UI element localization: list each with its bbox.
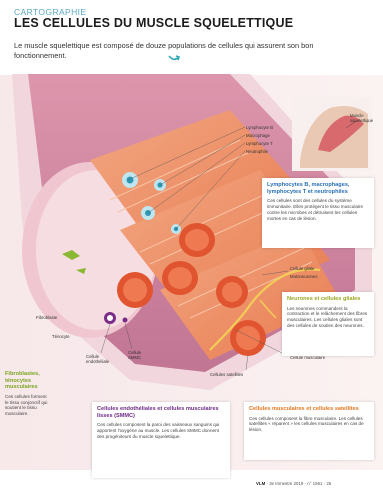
page-footer: VLM · 3e trimestre 2019 · n° 1951 · 25	[256, 481, 331, 486]
label-muscle-squelettique: Muscle squelettique	[350, 113, 374, 123]
label-cellules-satellites: Cellules satellites	[210, 372, 243, 377]
box-body: Ces cellules forment le tissu conjonctif…	[5, 394, 49, 417]
smmc-cell	[123, 318, 128, 323]
footer-text: · 3e trimestre 2019 · n° 1951 · 25	[267, 481, 332, 486]
info-box-immune-cells: Lymphocytes B, macrophages, lymphocytes …	[262, 178, 374, 248]
label-cellule-endotheliale: Cellule endothéliale	[86, 354, 116, 364]
label-cellule-smmc: Cellule SMMC	[128, 350, 150, 360]
footer-brand: VLM	[256, 481, 265, 486]
label-macrophage: Macrophage	[246, 133, 270, 138]
box-title: Cellules endothéliales et cellules muscu…	[97, 406, 225, 419]
label-lymphocyte-b: Lymphocyte B	[246, 125, 273, 130]
info-box-neurons: Neurones et cellules gliales Les neurone…	[282, 292, 374, 356]
label-tenocyte: Ténocyte	[52, 334, 70, 339]
box-body: Ces cellules composent la fibre musculai…	[249, 416, 369, 433]
box-title: Fibroblastes, ténocytes musculaires	[5, 371, 49, 391]
label-cellule-gliale: Cellule gliale	[290, 266, 314, 271]
info-box-muscle-cells: Cellules musculaires et cellules satelli…	[244, 402, 374, 460]
info-box-endothelial: Cellules endothéliales et cellules muscu…	[92, 402, 230, 478]
info-box-fibroblasts: Fibroblastes, ténocytes musculaires Ces …	[0, 367, 54, 431]
box-title: Lymphocytes B, macrophages, lymphocytes …	[267, 182, 369, 195]
box-body: Ces cellules sont des cellules du systèm…	[267, 198, 369, 221]
arm-inset	[292, 97, 372, 171]
box-body: Ces cellules composent la paroi des vais…	[97, 422, 225, 439]
box-title: Neurones et cellules gliales	[287, 296, 369, 303]
label-fibroblaste: Fibroblaste	[36, 315, 57, 320]
label-motoneurones: Motoneurones	[290, 274, 317, 279]
label-neutrophile: Neutrophile	[246, 149, 268, 154]
box-title: Cellules musculaires et cellules satelli…	[249, 406, 369, 413]
label-lymphocyte-t: Lymphocyte T	[246, 141, 273, 146]
box-body: Les neurones commandent la contraction e…	[287, 306, 369, 329]
